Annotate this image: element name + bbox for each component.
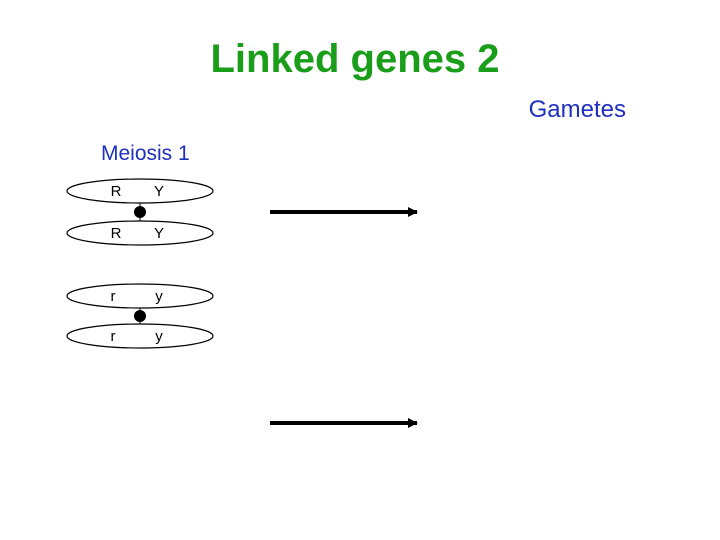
chromosome-3 xyxy=(66,283,214,309)
allele-label: y xyxy=(155,288,163,305)
meiosis-stage-label: Meiosis 1 xyxy=(101,142,190,165)
slide-title: Linked genes 2 xyxy=(210,37,500,81)
centromere xyxy=(134,310,146,322)
allele-label: r xyxy=(111,288,116,305)
chromosome-pair-1: R Y R Y xyxy=(66,178,214,246)
allele-label: y xyxy=(155,328,163,345)
allele-label: r xyxy=(111,328,116,345)
allele-label: R xyxy=(111,183,122,200)
allele-label: Y xyxy=(154,183,164,200)
chromosome-pair-2: r y r y xyxy=(66,283,214,349)
allele-label: R xyxy=(111,225,122,242)
chromosome-4 xyxy=(66,323,214,349)
gametes-label: Gametes xyxy=(528,96,626,123)
centromere xyxy=(134,206,146,218)
allele-label: Y xyxy=(154,225,164,242)
chromosome-1 xyxy=(66,178,214,204)
chromosome-2 xyxy=(66,220,214,246)
